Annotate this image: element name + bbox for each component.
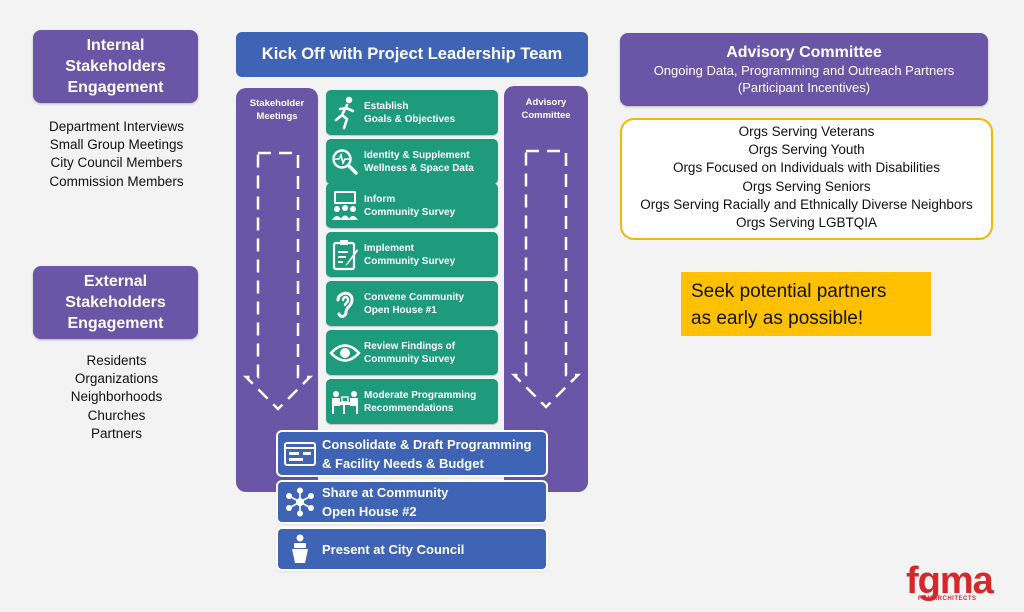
list-item: Residents bbox=[86, 353, 147, 368]
external-title-line: External bbox=[83, 273, 148, 290]
list-item: Department Interviews bbox=[48, 119, 185, 134]
step-text-line: & Facility Needs & Budget bbox=[322, 455, 484, 471]
step-text-line: Convene Community bbox=[364, 291, 465, 303]
down-arrow-icon bbox=[242, 151, 314, 411]
stakeholder-meetings-column bbox=[236, 88, 318, 492]
kickoff-banner: Kick Off with Project Leadership Team bbox=[236, 32, 588, 77]
step-text-line: Recommendations bbox=[364, 402, 454, 414]
step-text-line: Goals & Objectives bbox=[364, 113, 456, 125]
list-item: Commission Members bbox=[49, 173, 184, 189]
list-item: City Council Members bbox=[50, 155, 183, 171]
callout-line: as early as possible! bbox=[691, 308, 864, 329]
list-item: Orgs Serving Seniors bbox=[742, 178, 871, 194]
list-item: Orgs Serving Veterans bbox=[738, 124, 875, 139]
list-item: Orgs Serving LGBTQIA bbox=[735, 215, 878, 231]
list-item: Orgs Serving Youth bbox=[748, 142, 865, 158]
company-logo: fgma FGMARCHITECTS bbox=[906, 562, 1016, 602]
step-text-line: Identity & Supplement bbox=[364, 149, 470, 161]
step-text-line: Present at City Council bbox=[322, 541, 465, 557]
list-item: Organizations bbox=[74, 371, 159, 387]
step-text-line: Wellness & Space Data bbox=[364, 162, 474, 174]
group-presentation-icon bbox=[326, 190, 364, 221]
external-stakeholders-box: External Stakeholders Engagement bbox=[33, 266, 198, 339]
list-item: Partners bbox=[90, 425, 143, 441]
logo-subtext: FGMARCHITECTS bbox=[918, 596, 977, 602]
ear-icon bbox=[326, 288, 364, 320]
network-share-icon bbox=[278, 487, 322, 517]
clipboard-icon bbox=[326, 239, 364, 271]
step-text-line: Open House #1 bbox=[364, 304, 437, 316]
eye-icon bbox=[326, 342, 364, 364]
callout-line: Seek potential partners bbox=[691, 281, 887, 302]
column-label-line: Committee bbox=[521, 110, 571, 121]
list-item: Neighborhoods bbox=[70, 389, 163, 405]
external-title-line: Engagement bbox=[67, 315, 164, 332]
logo-text: fgma bbox=[906, 560, 994, 602]
advisory-subtitle-line: (Participant Incentives) bbox=[737, 79, 871, 95]
meeting-table-icon bbox=[326, 389, 364, 415]
internal-title-line: Internal bbox=[86, 37, 145, 54]
step-text-line: Implement bbox=[364, 242, 415, 254]
step-text-line: Moderate Programming bbox=[364, 389, 477, 401]
advisory-subtitle-line: Ongoing Data, Programming and Outreach P… bbox=[653, 62, 955, 78]
step-text-line: Inform bbox=[364, 193, 396, 205]
step-text-line: Community Survey bbox=[364, 353, 456, 365]
stakeholder-meetings-label: Stakeholder Meetings bbox=[236, 97, 318, 123]
advisory-committee-box: Advisory Committee Ongoing Data, Program… bbox=[620, 33, 988, 106]
list-item: Small Group Meetings bbox=[49, 137, 184, 153]
internal-title-line: Engagement bbox=[67, 79, 164, 96]
step-text-line: Review Findings of bbox=[364, 340, 456, 352]
step-text-line: Consolidate & Draft Programming bbox=[322, 436, 532, 452]
internal-title-line: Stakeholders bbox=[65, 58, 166, 75]
step-text-line: Community Survey bbox=[364, 255, 456, 267]
internal-stakeholders-box: Internal Stakeholders Engagement bbox=[33, 30, 198, 103]
column-label-line: Advisory bbox=[525, 97, 567, 108]
advisory-committee-column bbox=[504, 86, 588, 492]
advisory-title: Advisory Committee bbox=[726, 43, 882, 61]
step-consolidate-draft: Consolidate & Draft Programming & Facilit… bbox=[278, 432, 546, 475]
step-present-city-council: Present at City Council bbox=[278, 529, 546, 569]
step-text-line: Establish bbox=[364, 100, 409, 112]
step-text-line: Community Survey bbox=[364, 206, 456, 218]
list-item: Orgs Focused on Individuals with Disabil… bbox=[672, 160, 941, 176]
step-text-line: Share at Community bbox=[322, 485, 449, 500]
external-title-line: Stakeholders bbox=[65, 294, 166, 311]
advisory-committee-label: Advisory Committee bbox=[504, 96, 588, 122]
runner-icon bbox=[326, 96, 364, 130]
internal-stakeholders-list: Department Interviews Small Group Meetin… bbox=[20, 118, 213, 191]
column-label-line: Stakeholder bbox=[249, 98, 305, 109]
external-stakeholders-list: Residents Organizations Neighborhoods Ch… bbox=[20, 352, 213, 443]
list-item: Churches bbox=[87, 407, 146, 423]
column-label-line: Meetings bbox=[256, 111, 298, 122]
podium-icon bbox=[278, 534, 322, 564]
magnifier-pulse-icon bbox=[326, 148, 364, 176]
list-item: Orgs Serving Racially and Ethnically Div… bbox=[640, 196, 973, 212]
partner-orgs-box: Orgs Serving Veterans Orgs Serving Youth… bbox=[620, 118, 993, 240]
browser-form-icon bbox=[278, 441, 322, 466]
down-arrow-icon bbox=[510, 149, 582, 409]
partners-callout: Seek potential partners as early as poss… bbox=[681, 272, 931, 336]
step-text-line: Open House #2 bbox=[322, 504, 417, 519]
